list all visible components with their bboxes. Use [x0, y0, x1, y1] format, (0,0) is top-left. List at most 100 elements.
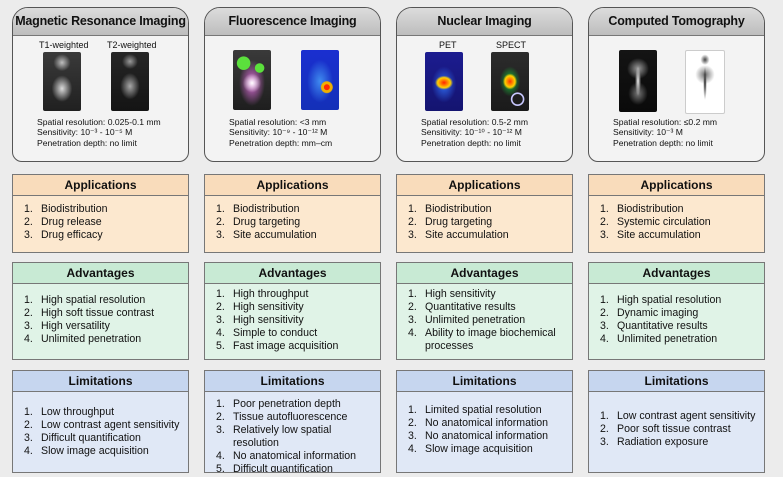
- spec-sensitivity: Sensitivity: 10⁻¹⁰ - 10⁻¹² M: [421, 127, 522, 138]
- list-item: 3.Drug efficacy: [24, 229, 103, 241]
- modality-images: [205, 36, 380, 114]
- image-label: SPECT: [496, 40, 527, 50]
- modality-specs: Spatial resolution: <3 mm Sensitivity: 1…: [205, 114, 380, 148]
- pet-mouse-scan-image: [425, 52, 463, 111]
- list-item: 3.No anatomical information: [408, 430, 549, 442]
- advantages-box: Advantages 1.High sensitivity 2.Quantita…: [396, 262, 573, 360]
- applications-title: Applications: [397, 175, 572, 196]
- list-item: 1.Biodistribution: [408, 203, 492, 215]
- list-item: 3.Quantitative results: [600, 320, 708, 332]
- modality-title: Computed Tomography: [589, 8, 764, 36]
- limitations-title: Limitations: [205, 371, 380, 392]
- applications-box: Applications 1.Biodistribution 2.Drug ta…: [396, 174, 573, 253]
- limitations-box: Limitations 1.Low contrast agent sensiti…: [588, 370, 765, 473]
- modality-specs: Spatial resolution: ≤0.2 mm Sensitivity:…: [589, 114, 764, 148]
- image-label: PET: [439, 40, 457, 50]
- applications-box: Applications 1.Biodistribution 2.Drug re…: [12, 174, 189, 253]
- modality-images: [589, 36, 764, 114]
- list-item: 2.Tissue autofluorescence: [216, 411, 348, 423]
- list-item: 3.Site accumulation: [408, 229, 509, 241]
- image-label: T1-weighted: [39, 40, 89, 50]
- spec-depth: Penetration depth: no limit: [37, 137, 137, 148]
- spec-resolution: Spatial resolution: <3 mm: [229, 117, 327, 127]
- list-item: 1.Low throughput: [24, 406, 115, 418]
- image-label: T2-weighted: [107, 40, 157, 50]
- spec-sensitivity: Sensitivity: 10⁻³ M: [613, 127, 683, 138]
- spec-resolution: Spatial resolution: 0.5-2 mm: [421, 117, 528, 127]
- list-item: 4.Slow image acquisition: [408, 443, 533, 455]
- limitations-title: Limitations: [13, 371, 188, 392]
- modality-card-nuclear: Nuclear Imaging PET SPECT Spatial resolu…: [396, 7, 573, 162]
- mri-t2-mouse-scan-image: [111, 52, 149, 111]
- list-item: 4.Ability to image biochemical processes: [408, 327, 556, 352]
- spec-depth: Penetration depth: no limit: [613, 137, 713, 148]
- limitations-box: Limitations 1.Low throughput 2.Low contr…: [12, 370, 189, 473]
- list-item: 1.Biodistribution: [600, 203, 684, 215]
- advantages-box: Advantages 1.High spatial resolution 2.D…: [588, 262, 765, 360]
- list-item: 2.Drug targeting: [408, 216, 493, 228]
- list-item: 4.Unlimited penetration: [600, 333, 718, 345]
- modality-images: T1-weighted T2-weighted: [13, 36, 188, 114]
- list-item: 1.High spatial resolution: [600, 294, 722, 306]
- list-item: 2.High sensitivity: [216, 301, 304, 313]
- list-item: 1.Biodistribution: [24, 203, 108, 215]
- modality-card-fluorescence: Fluorescence Imaging Spatial resolution:…: [204, 7, 381, 162]
- list-item: 1.High sensitivity: [408, 288, 496, 300]
- list-item: 4.Simple to conduct: [216, 327, 318, 339]
- list-item: 3.High sensitivity: [216, 314, 304, 326]
- modality-card-mri: Magnetic Resonance Imaging T1-weighted T…: [12, 7, 189, 162]
- spec-resolution: Spatial resolution: 0.025-0.1 mm: [37, 117, 161, 127]
- list-item: 1.Low contrast agent sensitivity: [600, 410, 756, 422]
- modality-card-ct: Computed Tomography Spatial resolution: …: [588, 7, 765, 162]
- list-item: 2.Low contrast agent sensitivity: [24, 419, 180, 431]
- list-item: 3.High versatility: [24, 320, 110, 332]
- list-item: 1.Biodistribution: [216, 203, 300, 215]
- list-item: 2.Quantitative results: [408, 301, 516, 313]
- list-item: 2.Dynamic imaging: [600, 307, 699, 319]
- list-item: 3.Radiation exposure: [600, 436, 709, 448]
- limitations-box: Limitations 1.Limited spatial resolution…: [396, 370, 573, 473]
- limitations-title: Limitations: [589, 371, 764, 392]
- list-item: 2.Systemic circulation: [600, 216, 711, 228]
- list-item: 1.Limited spatial resolution: [408, 404, 542, 416]
- list-item: 5.Difficult quantification: [216, 463, 333, 473]
- modality-title: Fluorescence Imaging: [205, 8, 380, 36]
- modality-images: PET SPECT: [397, 36, 572, 114]
- modality-title: Nuclear Imaging: [397, 8, 572, 36]
- applications-box: Applications 1.Biodistribution 2.Systemi…: [588, 174, 765, 253]
- advantages-box: Advantages 1.High throughput 2.High sens…: [204, 262, 381, 360]
- list-item: 2.No anatomical information: [408, 417, 549, 429]
- list-item: 2.Drug release: [24, 216, 102, 228]
- advantages-title: Advantages: [13, 263, 188, 284]
- limitations-box: Limitations 1.Poor penetration depth 2.T…: [204, 370, 381, 473]
- list-item: 2.Drug targeting: [216, 216, 301, 228]
- list-item: 4.No anatomical information: [216, 450, 357, 462]
- limitations-title: Limitations: [397, 371, 572, 392]
- spec-resolution: Spatial resolution: ≤0.2 mm: [613, 117, 718, 127]
- list-item: 5.Fast image acquisition: [216, 340, 339, 352]
- mri-t1-mouse-scan-image: [43, 52, 81, 111]
- spec-depth: Penetration depth: mm–cm: [229, 137, 333, 148]
- applications-title: Applications: [589, 175, 764, 196]
- list-item: 3.Unlimited penetration: [408, 314, 526, 326]
- list-item: 2.High soft tissue contrast: [24, 307, 155, 319]
- advantages-title: Advantages: [397, 263, 572, 284]
- list-item: 4.Unlimited penetration: [24, 333, 142, 345]
- list-item: 3.Site accumulation: [216, 229, 317, 241]
- spec-sensitivity: Sensitivity: 10⁻³ - 10⁻⁵ M: [37, 127, 133, 138]
- spec-sensitivity: Sensitivity: 10⁻⁹ - 10⁻¹² M: [229, 127, 328, 138]
- modality-specs: Spatial resolution: 0.025-0.1 mm Sensiti…: [13, 114, 188, 148]
- spect-mouse-scan-image: [491, 52, 529, 111]
- list-item: 1.High spatial resolution: [24, 294, 146, 306]
- modality-specs: Spatial resolution: 0.5-2 mm Sensitivity…: [397, 114, 572, 148]
- list-item: 3.Site accumulation: [600, 229, 701, 241]
- list-item: 4.Slow image acquisition: [24, 445, 149, 457]
- fluorescence-mouse-scan-image: [233, 50, 271, 110]
- list-item: 1.High throughput: [216, 288, 309, 300]
- advantages-box: Advantages 1.High spatial resolution 2.H…: [12, 262, 189, 360]
- list-item: 2.Poor soft tissue contrast: [600, 423, 731, 435]
- applications-title: Applications: [13, 175, 188, 196]
- applications-box: Applications 1.Biodistribution 2.Drug ta…: [204, 174, 381, 253]
- list-item: 3.Relatively low spatial resolution: [216, 424, 332, 449]
- list-item: 1.Poor penetration depth: [216, 398, 341, 410]
